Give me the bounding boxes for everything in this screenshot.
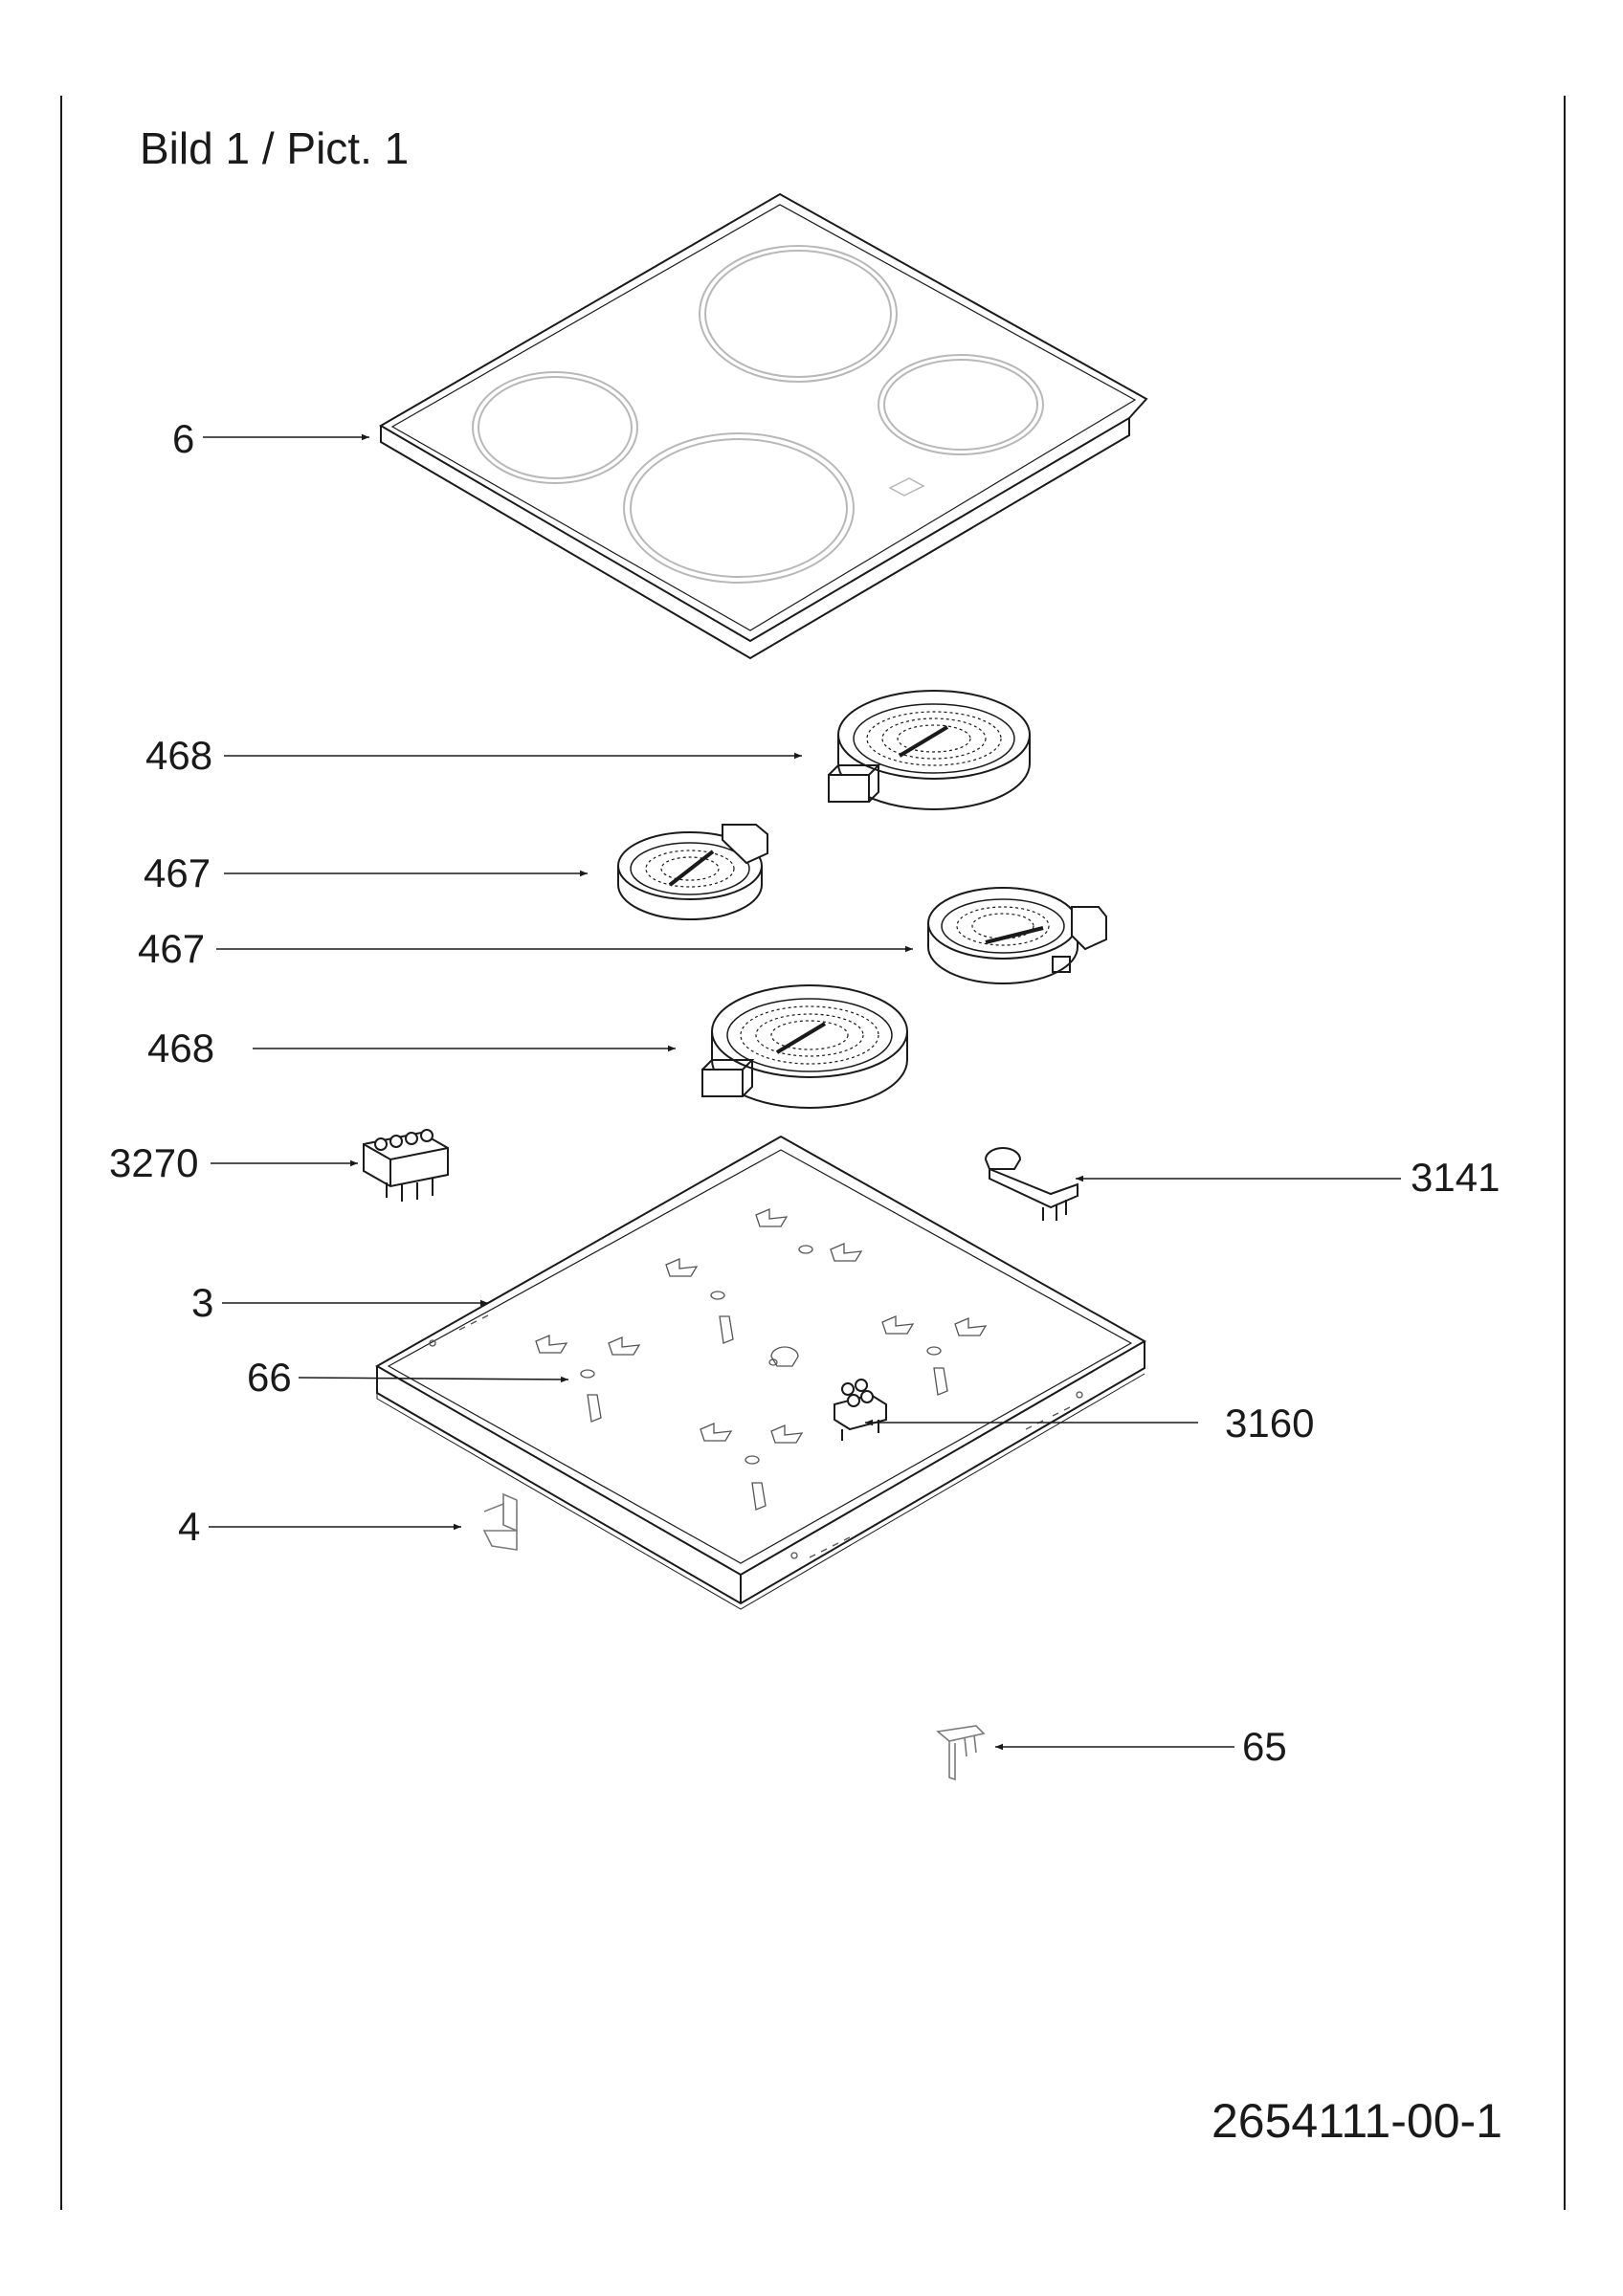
leader-66 [298, 1376, 569, 1383]
callout-label-467: 467 [144, 850, 211, 895]
connector-3160 [834, 1379, 887, 1441]
terminal-block-3270 [363, 1129, 449, 1202]
temperature-limiter-3141 [984, 1147, 1078, 1221]
glass-hob-top [379, 192, 1148, 660]
callout-label-3270: 3270 [109, 1140, 199, 1185]
document-number: 2654111-00-1 [1212, 2094, 1502, 2148]
callout-label-66: 66 [247, 1355, 292, 1400]
callout-label-468: 468 [145, 733, 213, 778]
right-border-line [1564, 96, 1566, 2210]
callout-label-3141: 3141 [1411, 1155, 1501, 1200]
callout-label-467: 467 [138, 926, 206, 971]
callout-label-4: 4 [178, 1504, 201, 1549]
radiant-heater-467-lower [927, 887, 1107, 984]
clip-65 [936, 1725, 986, 1781]
callout-label-6: 6 [172, 416, 195, 461]
callout-label-3160: 3160 [1225, 1401, 1315, 1446]
callout-label-468: 468 [147, 1026, 215, 1071]
mounting-bracket-4 [482, 1492, 518, 1551]
radiant-heater-467-upper [617, 824, 768, 920]
base-tray [374, 1135, 1147, 1610]
callout-label-65: 65 [1242, 1724, 1287, 1769]
leader-lines [203, 433, 1401, 1751]
radiant-heater-468-lower [701, 984, 908, 1109]
callout-label-3: 3 [191, 1280, 214, 1325]
figure-title: Bild 1 / Pict. 1 [140, 123, 410, 173]
radiant-heater-468-upper [828, 690, 1031, 810]
left-border-line [60, 96, 62, 2210]
